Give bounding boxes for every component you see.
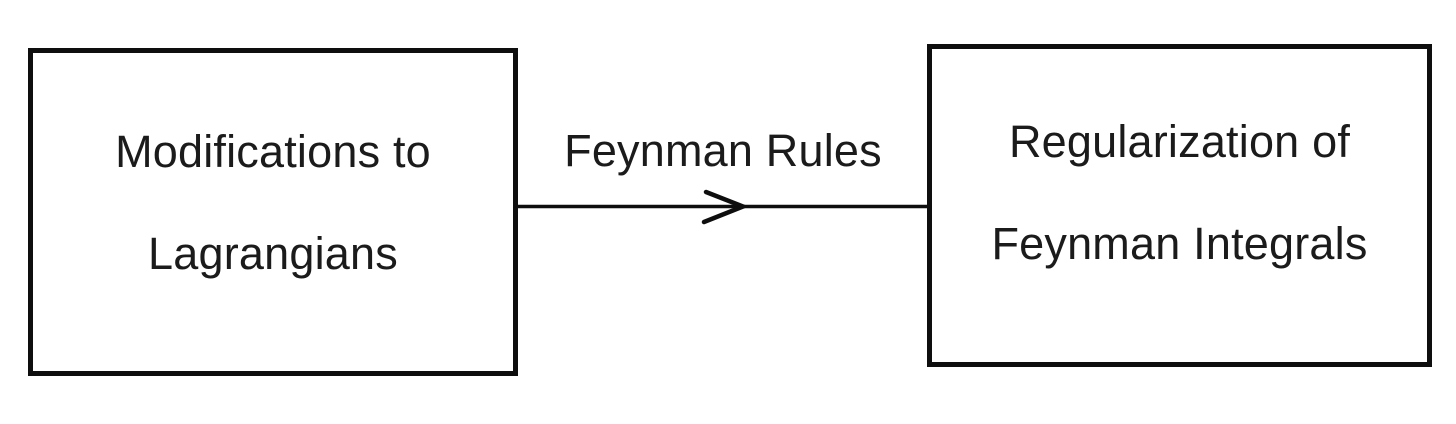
node-text-block: Regularization of Feynman Integrals <box>932 115 1427 269</box>
node-modifications-to-lagrangians: Modifications to Lagrangians <box>28 48 518 376</box>
node-line: Regularization of <box>1008 115 1351 167</box>
node-line: Modifications to <box>115 126 431 177</box>
edge-label: Feynman Rules <box>564 125 882 176</box>
node-line: Feynman Integrals <box>991 217 1368 269</box>
node-regularization-of-feynman-integrals: Regularization of Feynman Integrals <box>927 44 1432 367</box>
edge-connector <box>516 189 930 225</box>
node-line: Lagrangians <box>148 228 398 279</box>
arrowhead-icon <box>701 189 750 225</box>
node-text-block: Modifications to Lagrangians <box>33 129 513 277</box>
